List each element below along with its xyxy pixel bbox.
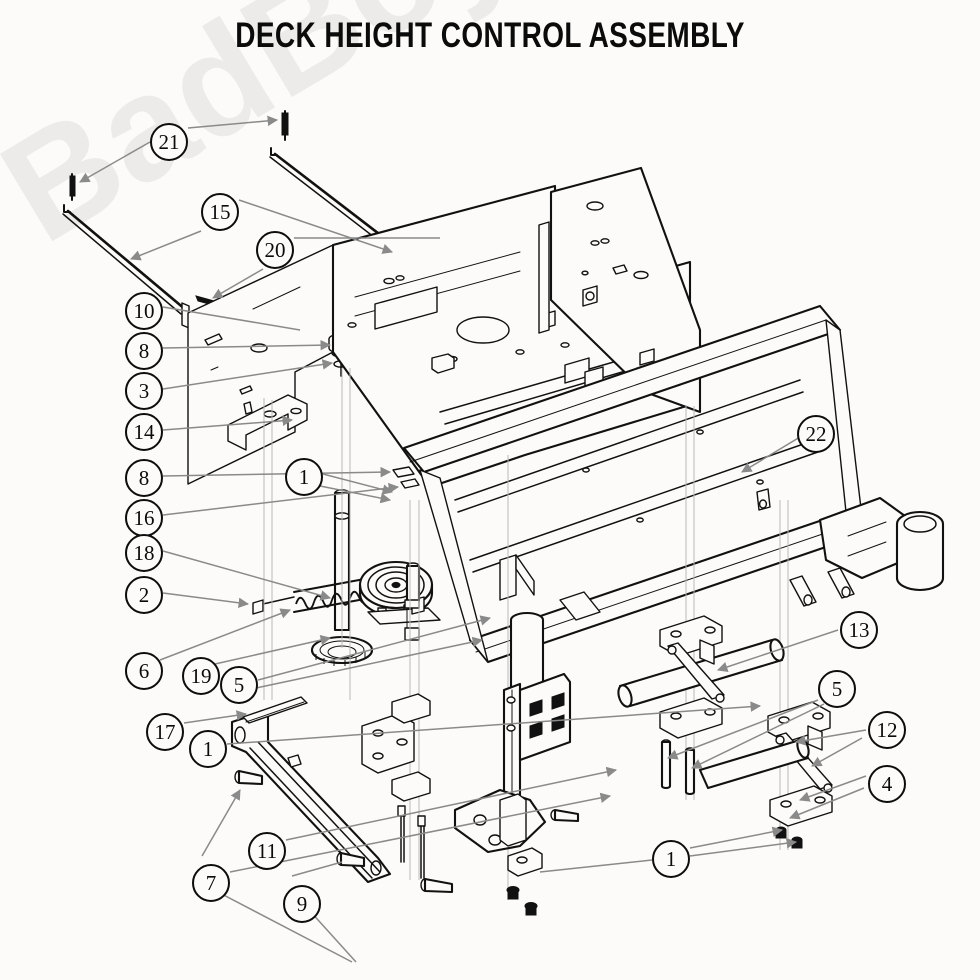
callout-18[interactable]: 18 (125, 534, 163, 572)
frame-right-end-socket (756, 488, 945, 607)
right-linkage-group (698, 701, 833, 849)
page-title: DECK HEIGHT CONTROL ASSEMBLY (235, 16, 745, 55)
frame-stiffener (538, 221, 550, 334)
callout-15[interactable]: 15 (201, 193, 239, 231)
callout-11[interactable]: 11 (248, 832, 286, 870)
callout-12[interactable]: 12 (868, 711, 906, 749)
callout-2[interactable]: 2 (125, 576, 163, 614)
callout-4[interactable]: 4 (868, 765, 906, 803)
center-upright-bracket (453, 672, 580, 916)
callout-20[interactable]: 20 (256, 231, 294, 269)
callout-1-bottom[interactable]: 1 (652, 840, 690, 878)
callout-9[interactable]: 9 (283, 885, 321, 923)
callout-1-upper[interactable]: 1 (285, 458, 323, 496)
callout-6[interactable]: 6 (125, 652, 163, 690)
pivot-bracket-11 (361, 693, 431, 802)
callout-17[interactable]: 17 (146, 713, 184, 751)
callout-10[interactable]: 10 (125, 292, 163, 330)
callout-5-left[interactable]: 5 (220, 666, 258, 704)
callout-7[interactable]: 7 (192, 864, 230, 902)
callout-14[interactable]: 14 (125, 413, 163, 451)
extension-spring-2 (252, 577, 371, 615)
fasteners-upper-left (392, 466, 420, 489)
callout-19[interactable]: 19 (182, 657, 220, 695)
callout-21[interactable]: 21 (150, 123, 188, 161)
cross-shaft-13 (617, 615, 785, 739)
callout-5-right[interactable]: 5 (818, 670, 856, 708)
callout-8-lower[interactable]: 8 (125, 459, 163, 497)
hardware-7-9 (234, 769, 454, 894)
callout-1-left[interactable]: 1 (189, 730, 227, 768)
callout-13[interactable]: 13 (840, 611, 878, 649)
callout-8-upper[interactable]: 8 (125, 332, 163, 370)
callout-3[interactable]: 3 (125, 372, 163, 410)
callout-22[interactable]: 22 (797, 415, 835, 453)
main-frame-rail-22 (402, 304, 866, 664)
callout-16[interactable]: 16 (125, 499, 163, 537)
lift-rod-left (62, 173, 190, 329)
assembly-phantom-lines (263, 368, 789, 900)
